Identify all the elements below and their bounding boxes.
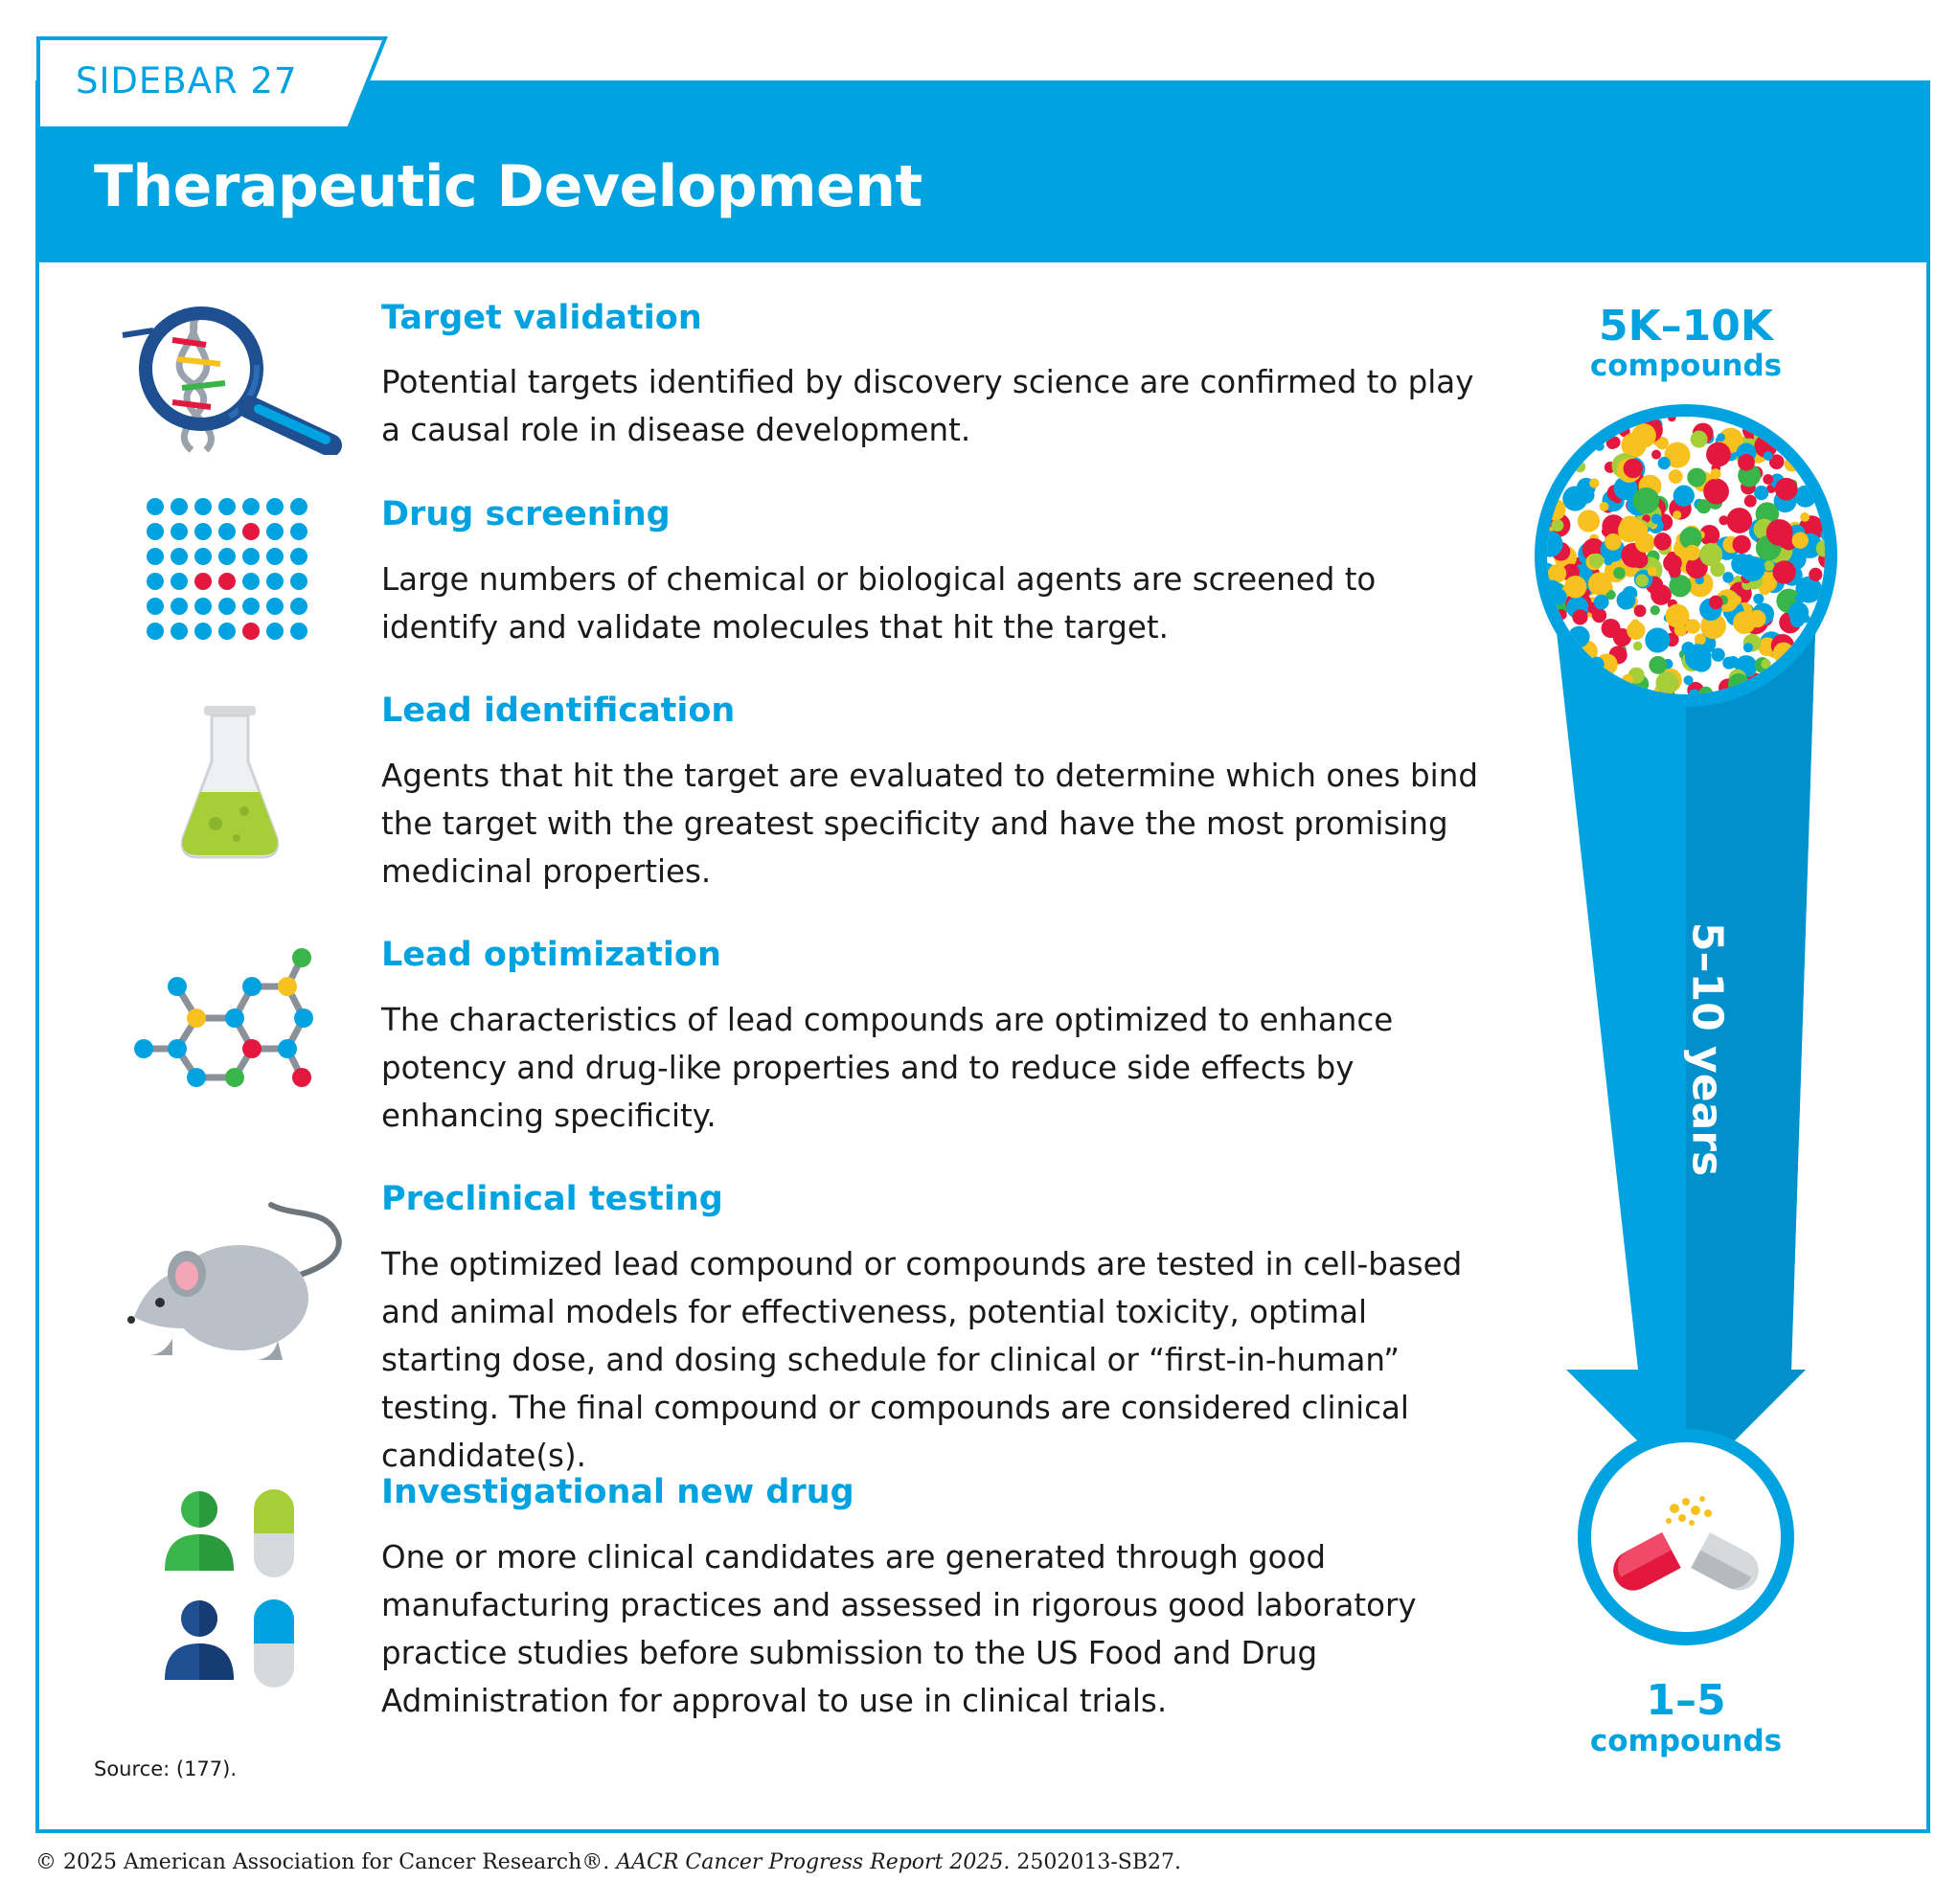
step-desc-investigational-new-drug: One or more clinical candidates are gene… [381,1539,1417,1719]
flask-icon [180,706,280,859]
step-title-lead-optimization: Lead optimization [381,936,721,974]
duration-label: 5–10 years [1682,921,1732,1177]
step-title-lead-identification: Lead identification [381,691,736,730]
copyright-prefix: © 2025 American Association for Cancer R… [35,1850,617,1874]
step-desc-lead-optimization: The characteristics of lead compounds ar… [381,1002,1394,1134]
end-compound-unit: compounds [1589,1724,1783,1758]
molecule-icon [134,948,313,1087]
capsule-icon [1613,1496,1759,1591]
mouse-icon [127,1202,342,1360]
report-code: 2502013-SB27. [1010,1850,1182,1874]
funnel-arrow [1535,404,1837,1645]
people-capsules-icon [165,1489,294,1688]
step-title-target-validation: Target validation [381,299,702,337]
step-title-investigational-new-drug: Investigational new drug [381,1473,854,1511]
step-title-drug-screening: Drug screening [381,495,671,533]
step-title-preclinical-testing: Preclinical testing [381,1180,723,1218]
copyright-line: © 2025 American Association for Cancer R… [35,1850,1181,1874]
report-title: AACR Cancer Progress Report 2025. [616,1850,1011,1874]
end-compound-count: 1–5 [1646,1676,1726,1725]
step-desc-drug-screening: Large numbers of chemical or biological … [381,561,1377,646]
source-note: Source: (177). [94,1757,238,1780]
screening-plate-icon [147,498,307,640]
start-compound-count: 5K–10K [1598,302,1774,351]
page-title: Therapeutic Development [94,153,922,220]
step-desc-preclinical-testing: The optimized lead compound or compounds… [381,1246,1463,1474]
step-desc-lead-identification: Agents that hit the target are evaluated… [381,758,1478,890]
start-compound-unit: compounds [1589,349,1783,383]
dna-magnifier-icon [122,306,342,455]
step-desc-target-validation: Potential targets identified by discover… [381,364,1474,448]
sidebar-label: SIDEBAR 27 [76,60,298,102]
sidebar-tab [36,36,388,130]
